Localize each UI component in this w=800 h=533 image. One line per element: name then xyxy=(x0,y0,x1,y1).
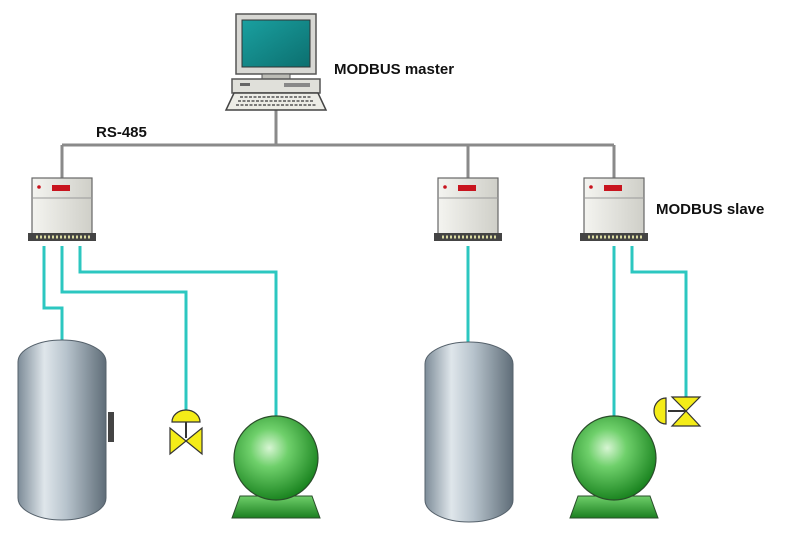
master-label: MODBUS master xyxy=(334,61,454,78)
computer-icon xyxy=(224,13,328,111)
wire-slave3-valve xyxy=(630,246,688,397)
tank-2 xyxy=(424,341,514,523)
tank-1 xyxy=(17,339,114,521)
pump-1 xyxy=(231,415,321,519)
wire-slave1-tank xyxy=(42,246,64,340)
bus-label: RS-485 xyxy=(96,124,147,141)
slave-label: MODBUS slave xyxy=(656,201,764,218)
controller-slave-3 xyxy=(580,177,648,241)
controller-slave-2 xyxy=(434,177,502,241)
rs485-bus xyxy=(60,110,616,178)
valve-2 xyxy=(653,396,702,427)
pump-2 xyxy=(569,415,659,519)
controller-slave-1 xyxy=(28,177,96,241)
wire-slave1-pump xyxy=(78,246,278,416)
field-wiring xyxy=(42,246,688,416)
wire-slave1-valve xyxy=(60,246,188,412)
valve-1 xyxy=(169,409,203,456)
